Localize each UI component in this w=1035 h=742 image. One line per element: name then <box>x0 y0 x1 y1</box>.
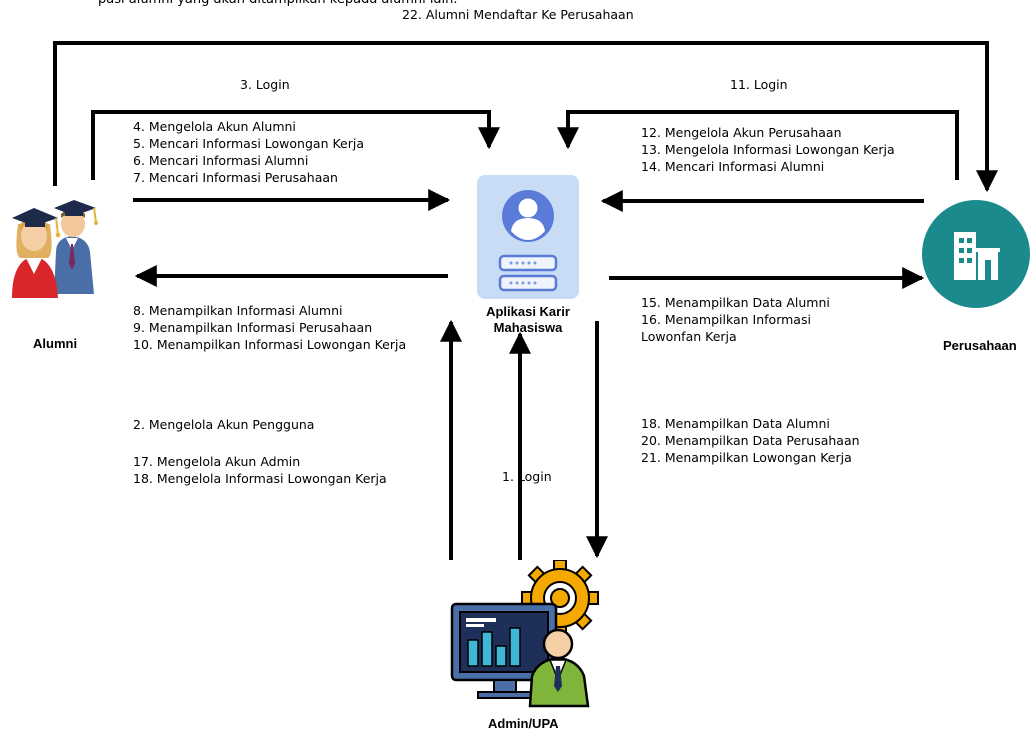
flow-label: 21. Menampilkan Lowongan Kerja <box>641 450 852 465</box>
login-card-icon <box>477 175 579 299</box>
flow-label-alumni-login: 3. Login <box>240 77 290 92</box>
flow-labels-company-to-app: 12. Mengelola Akun Perusahaan 13. Mengel… <box>641 124 895 175</box>
app-label: Aplikasi Karir Mahasiswa <box>486 304 570 335</box>
flow-label: 13. Mengelola Informasi Lowongan Kerja <box>641 142 895 157</box>
building-icon <box>922 200 1030 308</box>
flow-company-login <box>557 110 959 180</box>
flow-label: 10. Menampilkan Informasi Lowongan Kerja <box>133 337 407 352</box>
admin-computer-gear-icon <box>450 560 599 708</box>
flow-label: 18. Menampilkan Data Alumni <box>641 416 830 431</box>
flow-label: 8. Menampilkan Informasi Alumni <box>133 303 343 318</box>
flow-label: 17. Mengelola Akun Admin <box>133 454 301 469</box>
flow-label: 16. Menampilkan Informasi <box>641 312 811 327</box>
admin-label: Admin/UPA <box>488 716 559 731</box>
header-caption: pasi alumni yang akan ditampilkan kepada… <box>98 0 457 8</box>
flow-label: 4. Mengelola Akun Alumni <box>133 119 296 134</box>
flow-label: 6. Mencari Informasi Alumni <box>133 153 309 168</box>
flow-labels-alumni-to-app: 4. Mengelola Akun Alumni 5. Mencari Info… <box>133 118 364 186</box>
alumni-label: Alumni <box>33 336 78 351</box>
flow-label: Lowonfan Kerja <box>641 329 737 344</box>
flow-label: 15. Menampilkan Data Alumni <box>641 295 830 310</box>
flow-labels-admin-to-app-a: 2. Mengelola Akun Pengguna <box>133 416 314 433</box>
flow-label: 12. Mengelola Akun Perusahaan <box>641 125 842 140</box>
flow-alumni-to-company <box>53 41 998 193</box>
flow-alumni-login <box>91 110 500 180</box>
flow-label: 18. Mengelola Informasi Lowongan Kerja <box>133 471 387 486</box>
flow-labels-admin-to-app-b: 17. Mengelola Akun Admin 18. Mengelola I… <box>133 453 387 487</box>
flow-labels-app-to-alumni: 8. Menampilkan Informasi Alumni 9. Menam… <box>133 302 406 353</box>
flow-label-company-login: 11. Login <box>730 77 788 92</box>
perusahaan-label: Perusahaan <box>943 338 1017 353</box>
flow-labels-app-to-admin: 18. Menampilkan Data Alumni 20. Menampil… <box>641 415 860 466</box>
flow-label: 9. Menampilkan Informasi Perusahaan <box>133 320 373 335</box>
flow-label-admin-login: 1. Login <box>502 469 552 484</box>
flow-label: 5. Mencari Informasi Lowongan Kerja <box>133 136 364 151</box>
flow-label: 20. Menampilkan Data Perusahaan <box>641 433 860 448</box>
graduates-icon <box>12 200 98 298</box>
flow-labels-app-to-company: 15. Menampilkan Data Alumni 16. Menampil… <box>641 294 830 345</box>
flow-label-alumni-to-company: 22. Alumni Mendaftar Ke Perusahaan <box>402 7 634 22</box>
flow-label: 2. Mengelola Akun Pengguna <box>133 417 315 432</box>
flow-label: 7. Mencari Informasi Perusahaan <box>133 170 338 185</box>
flow-label: 14. Mencari Informasi Alumni <box>641 159 825 174</box>
